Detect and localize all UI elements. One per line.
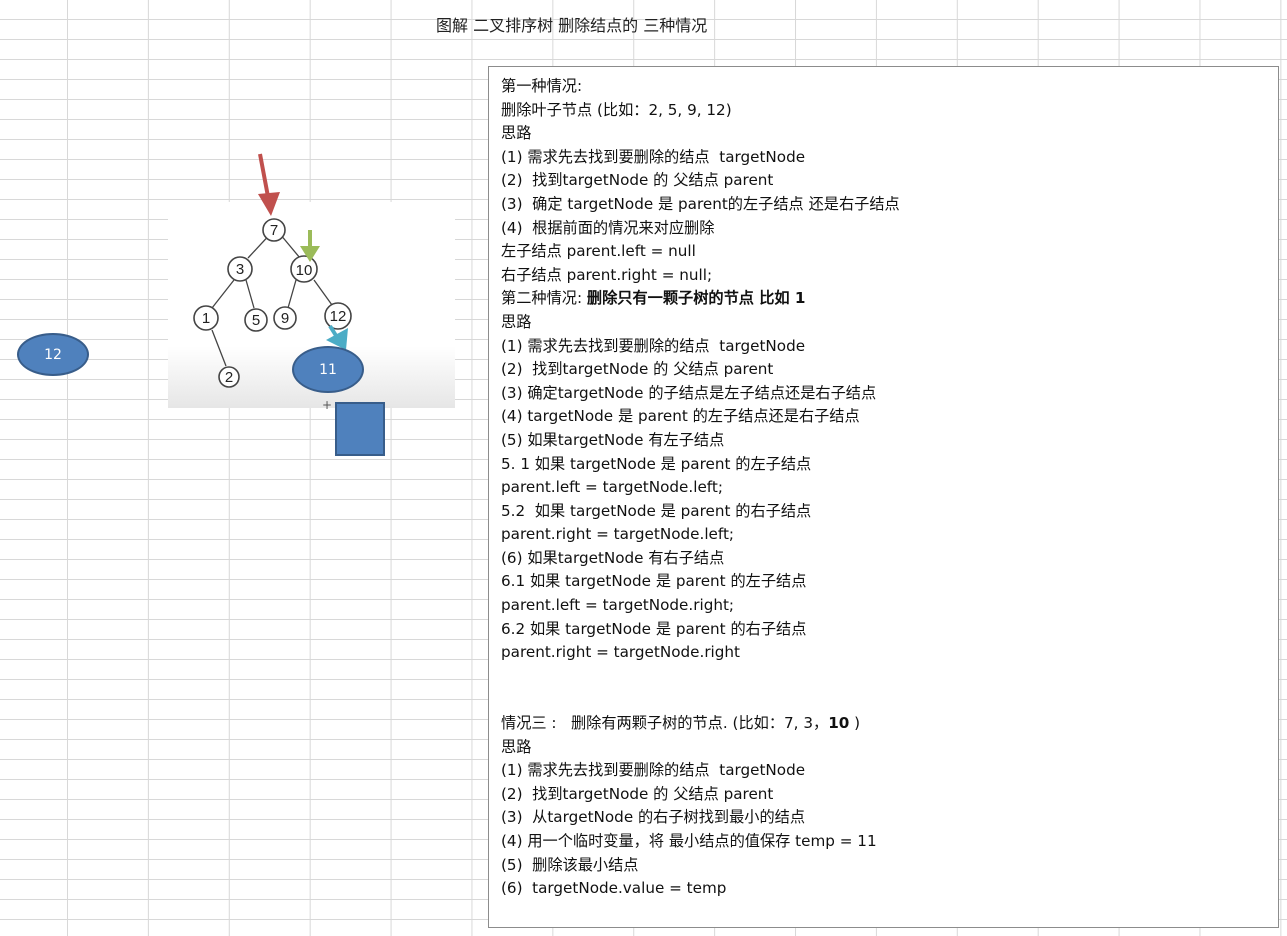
text-line: 思路 [501,124,532,143]
text-line: (3) 确定 targetNode 是 parent的左子结点 还是右子结点 [501,194,900,213]
tree-node [324,302,352,330]
text-line: (3) 确定targetNode 的子结点是左子结点还是右子结点 [501,383,877,402]
ellipse-shape-12[interactable]: 12 [17,333,89,376]
tree-node [218,366,240,388]
tree-node [273,306,297,330]
sheet-title: 图解 二叉排序树 删除结点的 三种情况 [436,16,708,35]
tree-node [227,256,253,282]
text-line: (2) 找到targetNode 的 父结点 parent [501,784,774,803]
text-line: (4) targetNode 是 parent 的左子结点还是右子结点 [501,407,860,426]
text-line: (2) 找到targetNode 的 父结点 parent [501,171,774,190]
case-two-heading: 第二种情况: [501,289,587,308]
text-line: (1) 需求先去找到要删除的结点 targetNode [501,147,806,166]
explanation-textbox[interactable]: 第一种情况: 删除叶子节点 (比如：2, 5, 9, 12) 思路 (1) 需求… [488,66,1279,928]
tree-node-label: 5 [252,312,260,329]
case-three-bold-value: 10 [828,714,850,733]
text-line: (4) 根据前面的情况来对应删除 [501,218,715,237]
tree-node [262,218,286,242]
text-line: 第二种情况: 删除只有一颗子树的节点 比如 1 [501,287,1266,311]
red-arrow-icon [258,153,280,216]
ellipse-shape-11[interactable]: 11 [292,346,364,393]
case-three-heading: 情况三 : 删除有两颗子树的节点. (比如：7, 3， [501,714,829,733]
tree-node-label: 9 [281,310,289,327]
tree-node-label: 12 [330,308,347,325]
text-line: parent.right = targetNode.left; [501,525,735,544]
tree-node-label: 1 [202,310,210,327]
text-line: (1) 需求先去找到要删除的结点 targetNode [501,336,806,355]
tree-node [244,308,268,332]
text-line: (1) 需求先去找到要删除的结点 targetNode [501,761,806,780]
ellipse-label: 11 [319,361,337,378]
text-line: (5) 删除该最小结点 [501,855,639,874]
text-line: 6.1 如果 targetNode 是 parent 的左子结点 [501,572,807,591]
tree-node-label: 7 [270,222,278,239]
move-cursor-icon: + [322,398,333,412]
case-two-bold: 删除只有一颗子树的节点 比如 1 [586,289,806,308]
blank-line [501,665,1266,689]
text-line: (6) 如果targetNode 有右子结点 [501,548,725,567]
text-line: (2) 找到targetNode 的 父结点 parent [501,360,774,379]
text-line: parent.right = targetNode.right [501,643,741,662]
text-line: (5) 如果targetNode 有左子结点 [501,430,725,449]
ellipse-label: 12 [44,346,62,363]
text-line: 5.2 如果 targetNode 是 parent 的右子结点 [501,501,812,520]
green-arrow-icon [300,230,320,262]
tree-node-label: 2 [225,369,233,386]
text-line: parent.left = targetNode.left; [501,478,723,497]
text-line: 右子结点 parent.right = null; [501,265,713,284]
text-line: 5. 1 如果 targetNode 是 parent 的左子结点 [501,454,812,473]
tree-node [193,305,219,331]
rectangle-shape[interactable] [335,402,385,456]
text-line: 思路 [501,312,532,331]
text-line: 第一种情况: [501,77,583,95]
text-line: (4) 用一个临时变量，将 最小结点的值保存 temp = 11 [501,832,877,850]
text-line: 左子结点 parent.left = null [501,242,696,261]
text-line: 情况三 : 删除有两颗子树的节点. (比如：7, 3，10 ) [501,712,1266,736]
case-three-close: ) [849,714,861,733]
cyan-arrow-icon [326,324,348,350]
text-line: (6) targetNode.value = temp [501,879,727,898]
text-line: 6.2 如果 targetNode 是 parent 的右子结点 [501,619,807,638]
blank-line [501,688,1266,712]
text-line: parent.left = targetNode.right; [501,596,735,615]
binary-tree-image[interactable]: 7 3 10 1 5 9 12 2 [168,150,455,408]
tree-node-label: 10 [296,262,313,279]
text-line: (3) 从targetNode 的右子树找到最小的结点 [501,808,806,827]
text-line: 删除叶子节点 (比如：2, 5, 9, 12) [501,100,732,119]
tree-node [290,255,318,283]
text-line: 思路 [501,737,532,756]
tree-node-label: 3 [236,261,244,278]
